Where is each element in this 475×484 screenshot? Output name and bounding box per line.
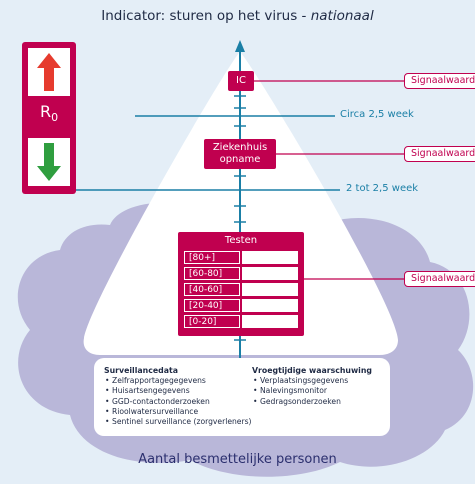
testen-box: Testen [80+] [60-80] [40-60] [20-40] [0-… (178, 232, 304, 336)
list-item: Verplaatsingsgegevens (252, 376, 386, 386)
age-group-label: [20-40] (184, 299, 240, 312)
ziekenhuis-line2: opname (219, 154, 261, 165)
r0-down-box (28, 138, 70, 186)
age-row: [20-40] (184, 299, 298, 312)
age-row: [40-60] (184, 283, 298, 296)
title-main: Indicator: sturen op het virus - (101, 8, 311, 24)
list-item: Zelfrapportagegegevens (104, 376, 254, 386)
arrow-down-icon (37, 143, 61, 181)
arrow-up-icon (37, 53, 61, 91)
age-row: [60-80] (184, 267, 298, 280)
page-title: Indicator: sturen op het virus - nationa… (0, 8, 475, 24)
age-group-label: [80+] (184, 251, 240, 264)
age-group-cell (242, 267, 298, 280)
axis-arrowhead (235, 40, 245, 52)
r0-label: R0 (39, 102, 59, 125)
title-italic: nationaal (310, 8, 374, 24)
list-item: Rioolwatersurveillance (104, 407, 254, 417)
age-row: [0-20] (184, 315, 298, 328)
testen-title: Testen (224, 235, 258, 246)
ziekenhuis-line1: Ziekenhuis (212, 142, 268, 153)
signal-label-ziekenhuis: Signaalwaarde (404, 146, 475, 162)
bottom-label: Aantal besmettelijke personen (138, 452, 337, 467)
age-group-cell (242, 299, 298, 312)
age-row: [80+] (184, 251, 298, 264)
age-group-label: [40-60] (184, 283, 240, 296)
list-item: Sentinel surveillance (zorgverleners) (104, 417, 254, 427)
list-item: Gedragsonderzoeken (252, 397, 386, 407)
ziekenhuis-opname-box: Ziekenhuis opname (204, 139, 276, 169)
surveillance-column: Surveillancedata Zelfrapportagegegevens … (104, 366, 254, 427)
list-item: GGD-contactonderzoeken (104, 397, 254, 407)
age-group-cell (242, 251, 298, 264)
early-warning-heading: Vroegtijdige waarschuwing (252, 366, 372, 375)
r0-up-box (28, 48, 70, 96)
early-warning-list: Verplaatsingsgegevens Nalevingsmonitor G… (252, 376, 386, 407)
age-group-label: [60-80] (184, 267, 240, 280)
age-group-cell (242, 283, 298, 296)
early-warning-column: Vroegtijdige waarschuwing Verplaatsingsg… (252, 366, 386, 407)
r0-indicator-panel: R0 (22, 42, 76, 194)
list-item: Huisartsengegevens (104, 386, 254, 396)
surveillance-list: Zelfrapportagegegevens Huisartsengegeven… (104, 376, 254, 427)
list-item: Nalevingsmonitor (252, 386, 386, 396)
period-label-lower: 2 tot 2,5 week (346, 183, 419, 194)
age-group-label: [0-20] (184, 315, 240, 328)
signal-label-testen: Signaalwaarde (404, 271, 475, 287)
signal-label-ic: Signaalwaarde (404, 73, 475, 89)
period-label-upper: Circa 2,5 week (340, 109, 414, 120)
age-group-cell (242, 315, 298, 328)
surveillance-heading: Surveillancedata (104, 366, 178, 375)
axis-ticks (234, 95, 246, 341)
ic-box: IC (228, 71, 254, 91)
